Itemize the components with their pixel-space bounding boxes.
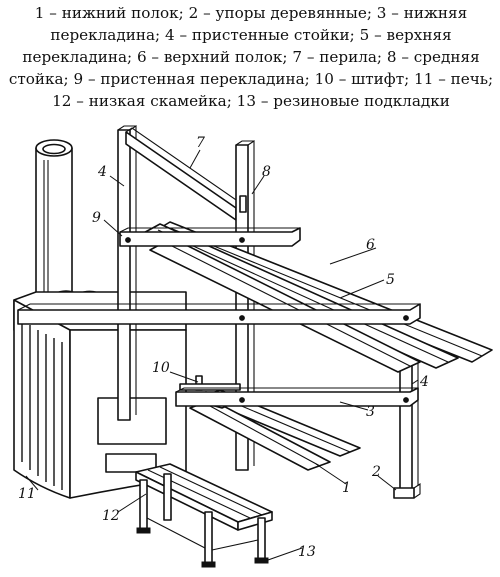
leader-lines	[25, 149, 419, 561]
wall-crossbar	[119, 227, 301, 247]
callout-2-wooden-stop: 2	[371, 464, 381, 480]
wooden-stop	[393, 482, 421, 499]
callout-7-railing: 7	[196, 135, 205, 151]
lower-crossbar	[175, 387, 419, 407]
callout-4-wall-post-right: 4	[419, 374, 429, 390]
pin	[179, 375, 241, 391]
legend-caption: 1 – нижний полок; 2 – упоры деревянные; …	[8, 4, 494, 110]
rubber-pads	[136, 527, 269, 568]
callout-1-lower-shelf: 1	[342, 480, 351, 496]
callout-13-rubber-pads: 13	[298, 544, 316, 560]
callout-8-central-post: 8	[262, 164, 271, 180]
callout-10-pin: 10	[152, 360, 170, 376]
railing	[125, 127, 243, 221]
callout-3-lower-crossbar: 3	[366, 404, 375, 420]
low-bench	[135, 463, 273, 565]
callout-4-wall-post-left: 4	[97, 164, 107, 180]
callout-9-wall-crossbar: 9	[92, 210, 101, 226]
callout-6-upper-shelf: 6	[366, 237, 375, 253]
upper-shelf	[137, 221, 493, 373]
upper-crossbar	[17, 303, 421, 325]
callout-11-stove: 11	[18, 486, 36, 502]
callout-12-low-bench: 12	[102, 508, 120, 524]
callout-5-upper-crossbar: 5	[386, 272, 395, 288]
